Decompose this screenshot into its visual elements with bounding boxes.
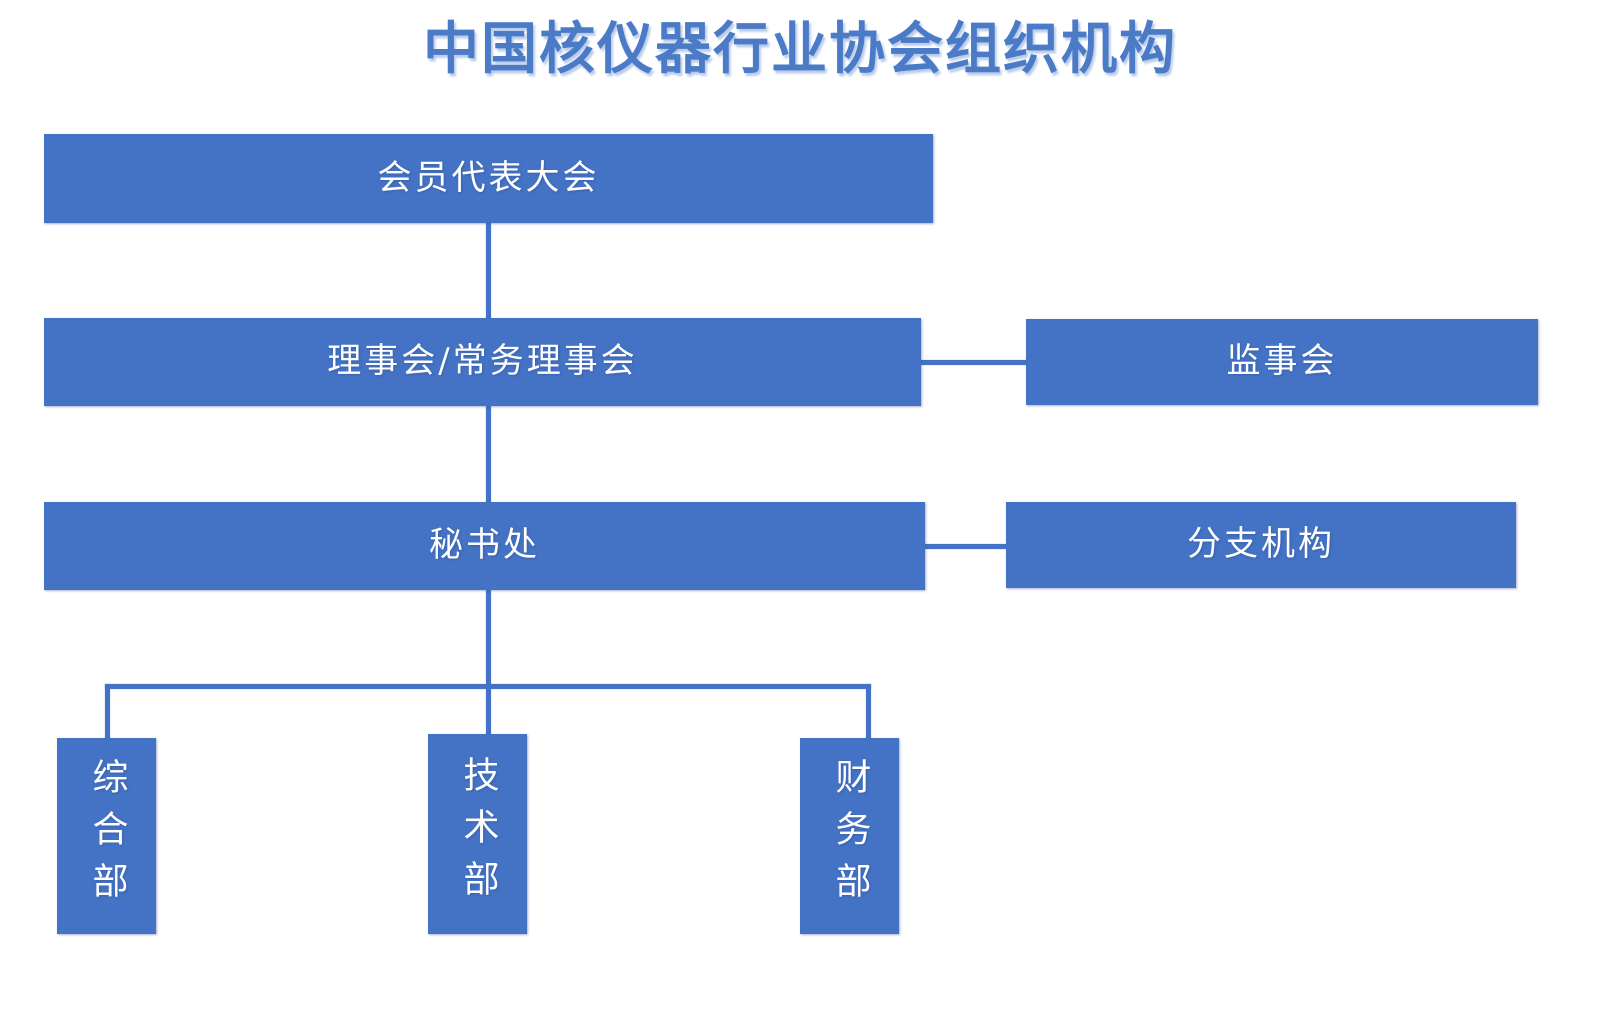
- connector-secretariat-to-branches: [922, 544, 1008, 549]
- connector-departments-bus: [105, 684, 871, 689]
- node-secretariat[interactable]: 秘书处: [44, 502, 925, 590]
- page-title: 中国核仪器行业协会组织机构: [423, 16, 1177, 82]
- connector-bus-to-finance: [866, 684, 871, 740]
- connector-bus-to-general: [105, 684, 110, 740]
- node-technical-department-label: 技术部: [457, 756, 499, 912]
- node-secretariat-label: 秘书处: [429, 525, 540, 566]
- node-branch-organizations-label: 分支机构: [1187, 524, 1335, 565]
- connector-assembly-to-council: [486, 222, 491, 320]
- connector-council-to-secretariat: [486, 406, 491, 506]
- node-finance-department-label: 财务部: [829, 758, 871, 914]
- node-technical-department[interactable]: 技术部: [428, 734, 527, 934]
- node-council[interactable]: 理事会/常务理事会: [44, 318, 921, 406]
- node-council-label: 理事会/常务理事会: [327, 341, 638, 382]
- node-member-assembly-label: 会员代表大会: [377, 157, 600, 198]
- node-supervisory-board[interactable]: 监事会: [1026, 319, 1538, 405]
- node-general-affairs-department[interactable]: 综合部: [57, 738, 156, 934]
- connector-secretariat-drop: [486, 590, 491, 750]
- node-finance-department[interactable]: 财务部: [800, 738, 899, 934]
- connector-council-to-supervisor: [918, 360, 1028, 365]
- node-supervisory-board-label: 监事会: [1226, 341, 1338, 382]
- node-general-affairs-department-label: 综合部: [86, 758, 128, 914]
- node-branch-organizations[interactable]: 分支机构: [1006, 502, 1516, 588]
- node-member-assembly[interactable]: 会员代表大会: [44, 134, 933, 223]
